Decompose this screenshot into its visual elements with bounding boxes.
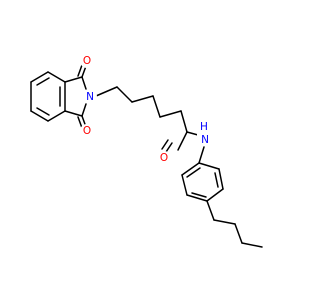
alkyl-chain xyxy=(95,86,188,151)
oxygen-label-bottom: O xyxy=(83,125,91,137)
phenyl-ring xyxy=(181,162,224,202)
phthalimide-benzene-ring xyxy=(30,71,66,122)
atom-label-o-amide: O xyxy=(157,151,171,165)
nitrogen-label-amide: N xyxy=(201,134,209,146)
amide-nitrogen-link xyxy=(186,131,205,164)
hydrogen-label-amide: H xyxy=(200,121,208,133)
atom-label-o-top: O xyxy=(80,54,94,68)
molecule-canvas: O N O H N O xyxy=(30,54,263,248)
molecule-structure: O N O H N O xyxy=(30,54,263,248)
atom-label-nh-amide: H N xyxy=(197,121,213,146)
nitrogen-label-imide: N xyxy=(86,91,94,103)
imide-ring xyxy=(64,64,87,129)
atom-label-n-imide: N xyxy=(83,90,97,104)
oxygen-label-amide: O xyxy=(160,152,168,164)
atom-label-o-bottom: O xyxy=(80,124,94,138)
oxygen-label-top: O xyxy=(83,55,91,67)
butyl-chain xyxy=(206,200,263,248)
amide-carbonyl xyxy=(161,139,173,153)
